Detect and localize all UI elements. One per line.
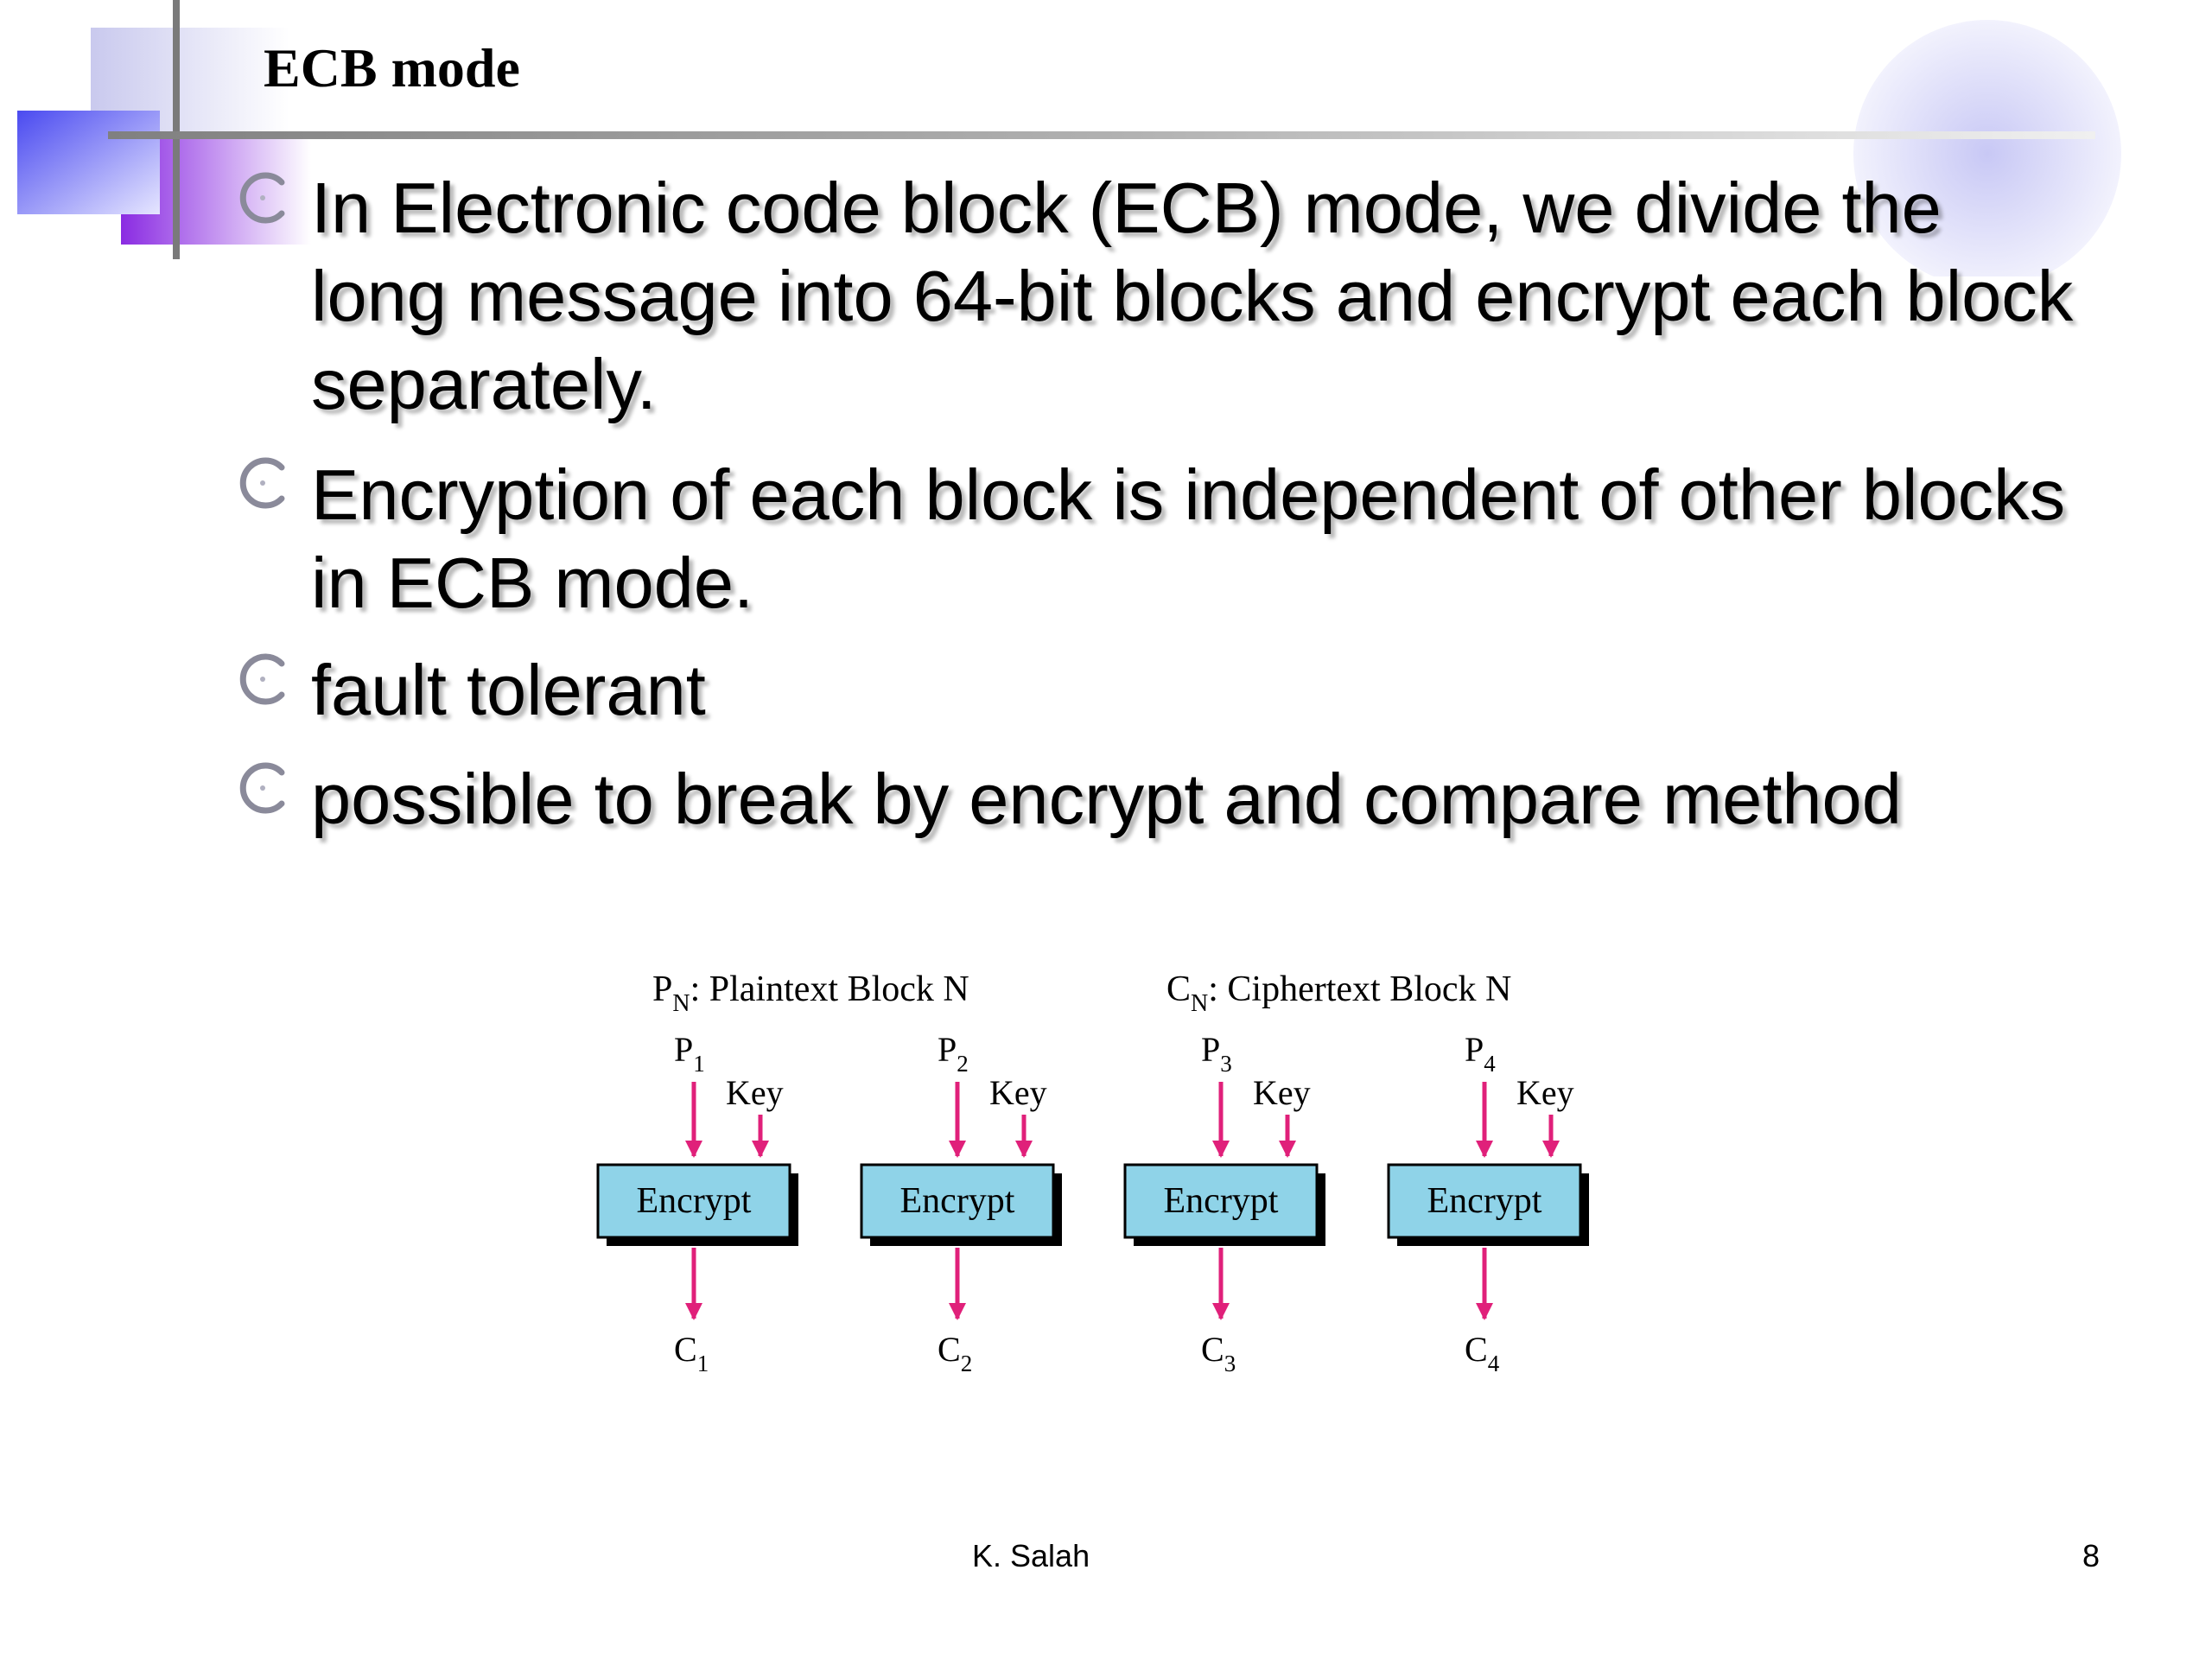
encrypt-label-3: Encrypt [1164, 1181, 1279, 1221]
key-label-4: Key [1516, 1073, 1574, 1112]
bullet-icon [239, 457, 285, 509]
bullet-text-2: Encryption of each block is independent … [311, 454, 2066, 623]
ecb-block-3: P3 Key Encrypt C3 [1123, 1030, 1325, 1376]
bullet-icon [239, 653, 285, 705]
encrypt-box-2 [860, 1163, 1055, 1239]
header-circle [1853, 20, 2121, 276]
legend-ciphertext: CN: Ciphertext Block N [1166, 969, 1511, 1017]
ciphertext-label-1: C1 [674, 1330, 709, 1376]
plaintext-label-3: P3 [1201, 1030, 1232, 1077]
key-label-3: Key [1253, 1073, 1311, 1112]
ecb-block-2: P2 Key Encrypt C2 [860, 1030, 1062, 1376]
footer-author: K. Salah [972, 1538, 1090, 1573]
ciphertext-label-3: C3 [1201, 1330, 1236, 1376]
bullet-text-4: possible to break by encrypt and compare… [311, 759, 1902, 839]
plaintext-label-4: P4 [1465, 1030, 1496, 1077]
ecb-block-1: P1 Key Encrypt C1 [596, 1030, 798, 1376]
encrypt-label-1: Encrypt [637, 1181, 752, 1221]
encrypt-box-4 [1387, 1163, 1582, 1239]
bullet-text-3: fault tolerant [311, 650, 706, 730]
bullet-icon [239, 762, 285, 814]
key-label-2: Key [989, 1073, 1047, 1112]
bullet-icon [239, 172, 285, 224]
ecb-block-4: P4 Key Encrypt C4 [1387, 1030, 1589, 1376]
legend-plaintext: PN: Plaintext Block N [652, 969, 969, 1017]
ciphertext-label-4: C4 [1465, 1330, 1500, 1376]
slide-title: ECB mode [264, 37, 520, 99]
header-horizontal-line [108, 131, 2095, 139]
page-number: 8 [2082, 1538, 2101, 1573]
encrypt-label-4: Encrypt [1427, 1181, 1542, 1221]
encrypt-label-2: Encrypt [900, 1181, 1015, 1221]
ciphertext-label-2: C2 [938, 1330, 972, 1376]
encrypt-box-3 [1123, 1163, 1319, 1239]
bullet-text-1: In Electronic code block (ECB) mode, we … [311, 168, 2074, 424]
encrypt-box-1 [596, 1163, 791, 1239]
plaintext-label-1: P1 [674, 1030, 705, 1077]
plaintext-label-2: P2 [938, 1030, 969, 1077]
header-blue-block [17, 111, 160, 214]
header-vertical-line [173, 0, 180, 259]
header-decoration [17, 0, 2121, 276]
key-label-1: Key [726, 1073, 784, 1112]
